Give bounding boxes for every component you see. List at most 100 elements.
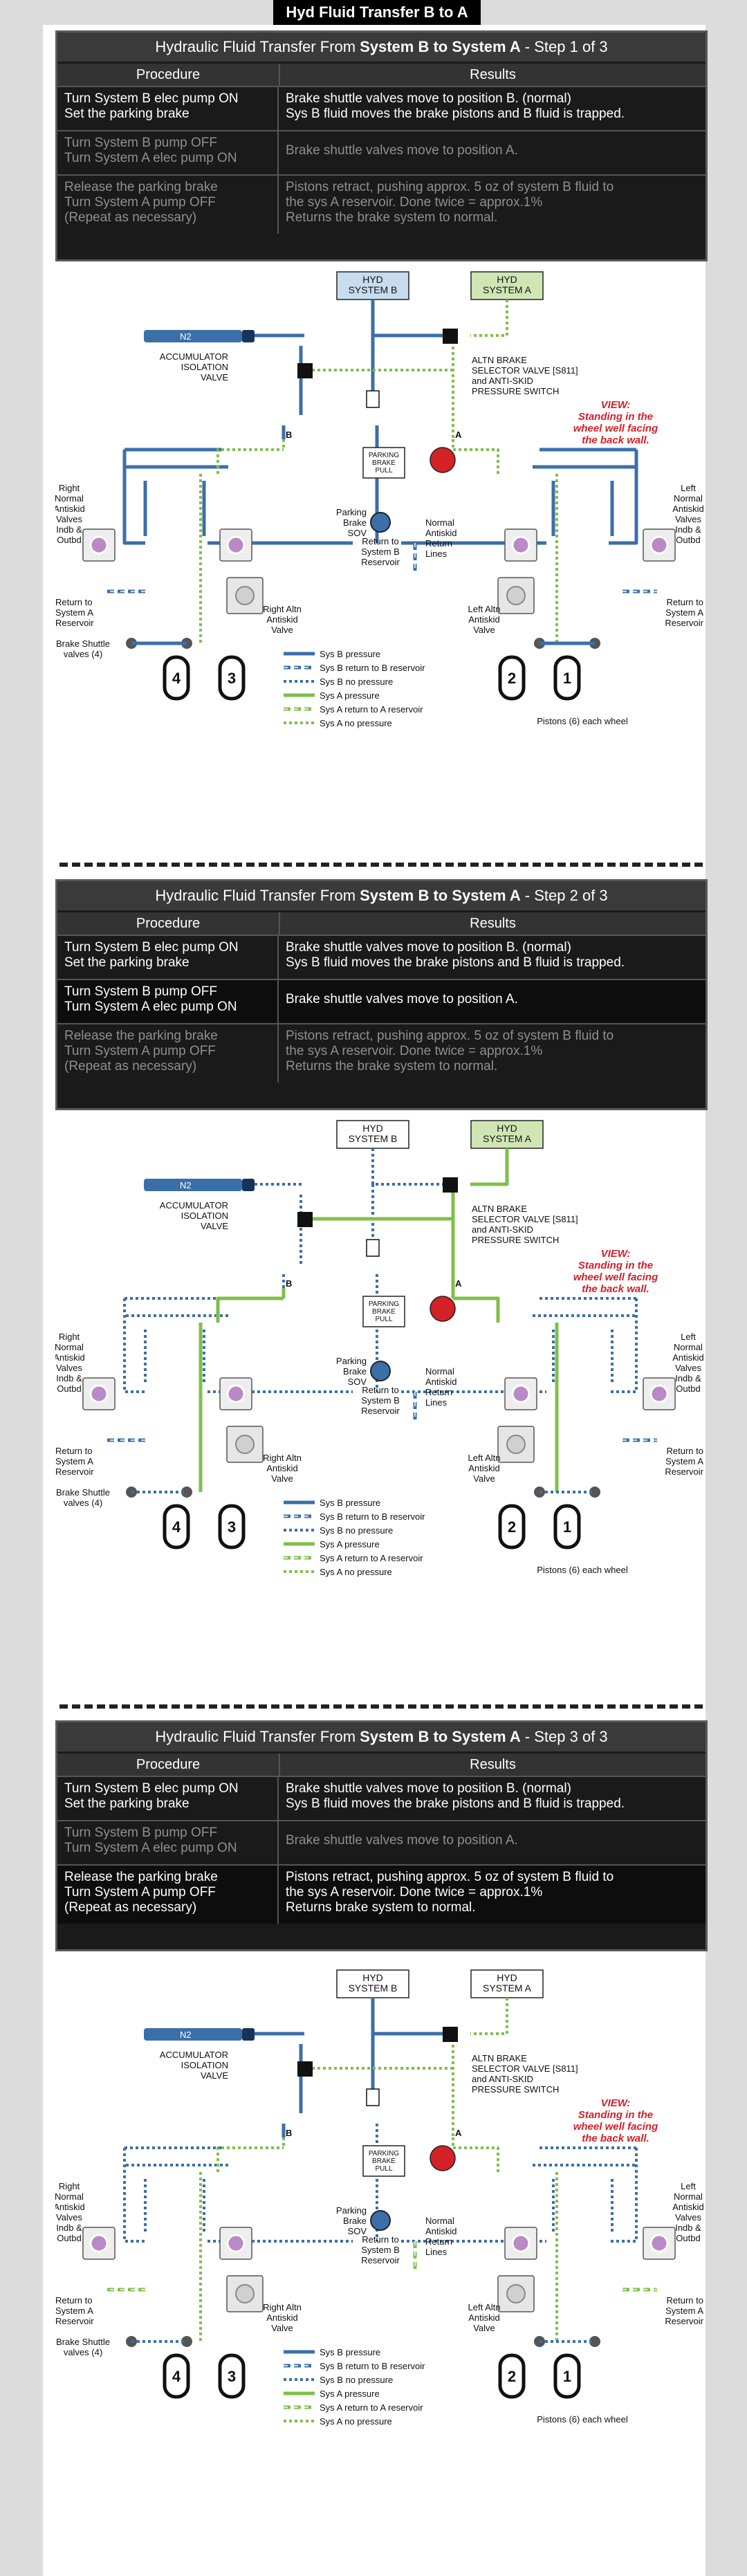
col-procedure: Procedure — [57, 64, 280, 86]
legend-label: Sys B pressure — [320, 649, 380, 659]
hyd-system-b-box — [336, 1120, 409, 1149]
result-text: Pistons retract, pushing approx. 5 oz of… — [286, 1029, 614, 1043]
wheel-1 — [553, 655, 581, 701]
n2-accumulator-end — [242, 330, 255, 342]
n2-accumulator-end — [242, 1179, 255, 1191]
parking-brake-sov — [370, 1361, 391, 1381]
legend-label: Sys A pressure — [320, 2389, 380, 2399]
left-altn-antiskid-valve-core — [506, 1435, 526, 1454]
pistons-label: Pistons (6) each wheel — [537, 716, 628, 726]
wheel-3 — [218, 1504, 246, 1549]
accumulator-isolation-valve — [297, 1212, 313, 1227]
wheel-1-label: 1 — [563, 2368, 571, 2385]
label-b: B — [286, 2128, 292, 2138]
wheel-1-label: 1 — [563, 670, 571, 687]
legend-label: Sys A no pressure — [320, 718, 392, 728]
wheel-4 — [163, 2353, 190, 2399]
right-altn-antiskid-valve-core — [235, 1435, 255, 1454]
table-header: Procedure Results — [57, 1754, 706, 1777]
parking-brake-handle — [362, 1296, 405, 1327]
left-altn-line — [453, 448, 499, 474]
result-text: Sys B fluid moves the brake pistons and … — [286, 1796, 625, 1811]
pistons-label: Pistons (6) each wheel — [537, 1565, 628, 1575]
col-results: Results — [470, 66, 516, 82]
heading-suffix: - Step 2 of 3 — [524, 887, 608, 904]
step-heading: Hydraulic Fluid Transfer From System B t… — [57, 1722, 706, 1754]
procedure-text: Release the parking brake — [64, 1870, 218, 1884]
wheel-2 — [498, 655, 526, 701]
altn-brake-selector-valve — [443, 329, 458, 344]
pistons-label: Pistons (6) each wheel — [537, 2414, 628, 2425]
accumulator-isolation-valve — [297, 363, 313, 378]
wheel-2-label: 2 — [508, 670, 516, 687]
wheel-4 — [163, 655, 190, 701]
left-outbd-antiskid-valve-piston — [649, 1384, 669, 1404]
procedure-text: Turn System B pump OFF — [64, 136, 218, 150]
legend-label: Sys A no pressure — [320, 1567, 392, 1577]
legend-label: Sys B pressure — [320, 1498, 380, 1508]
wheel-1 — [553, 1504, 581, 1549]
heading-bold: System B to System A — [360, 38, 521, 55]
sys-a-supply-line — [470, 1148, 509, 1186]
col-results: Results — [470, 1756, 516, 1772]
procedure-text: Turn System A pump OFF — [64, 1044, 216, 1058]
left-outbd-antiskid-valve-piston — [649, 2234, 669, 2253]
result-text: Pistons retract, pushing approx. 5 oz of… — [286, 1870, 614, 1884]
sys-b-supply-line — [371, 300, 443, 338]
parking-brake-light — [430, 447, 456, 473]
procedure-text: (Repeat as necessary) — [64, 210, 197, 225]
col-procedure: Procedure — [57, 1754, 280, 1776]
sys-a-supply-line — [470, 300, 508, 337]
section-divider — [59, 1704, 703, 1709]
label-a: A — [455, 430, 462, 440]
right-normal-line — [123, 2148, 145, 2243]
result-text: Sys B fluid moves the brake pistons and … — [286, 955, 625, 970]
parking-brake-light — [430, 2145, 456, 2171]
result-text: Sys B fluid moves the brake pistons and … — [286, 107, 625, 121]
right-indb-antiskid-valve-piston — [226, 2234, 246, 2253]
legend-label: Sys A return to A reservoir — [320, 704, 423, 715]
wheel-4-label: 4 — [172, 2368, 181, 2385]
n2-accumulator — [144, 2028, 242, 2041]
legend-label: Sys B no pressure — [320, 2375, 393, 2385]
parking-brake-sov — [370, 2210, 391, 2231]
right-indb-antiskid-valve-piston — [226, 1384, 246, 1404]
wheel-1 — [553, 2353, 581, 2399]
heading-prefix: Hydraulic Fluid Transfer From — [155, 38, 356, 55]
altn-brake-selector-valve — [443, 2027, 458, 2042]
heading-suffix: - Step 3 of 3 — [524, 1728, 608, 1745]
result-text: the sys A reservoir. Done twice = approx… — [286, 1044, 543, 1058]
brake-shuttle-valve — [589, 1487, 600, 1498]
